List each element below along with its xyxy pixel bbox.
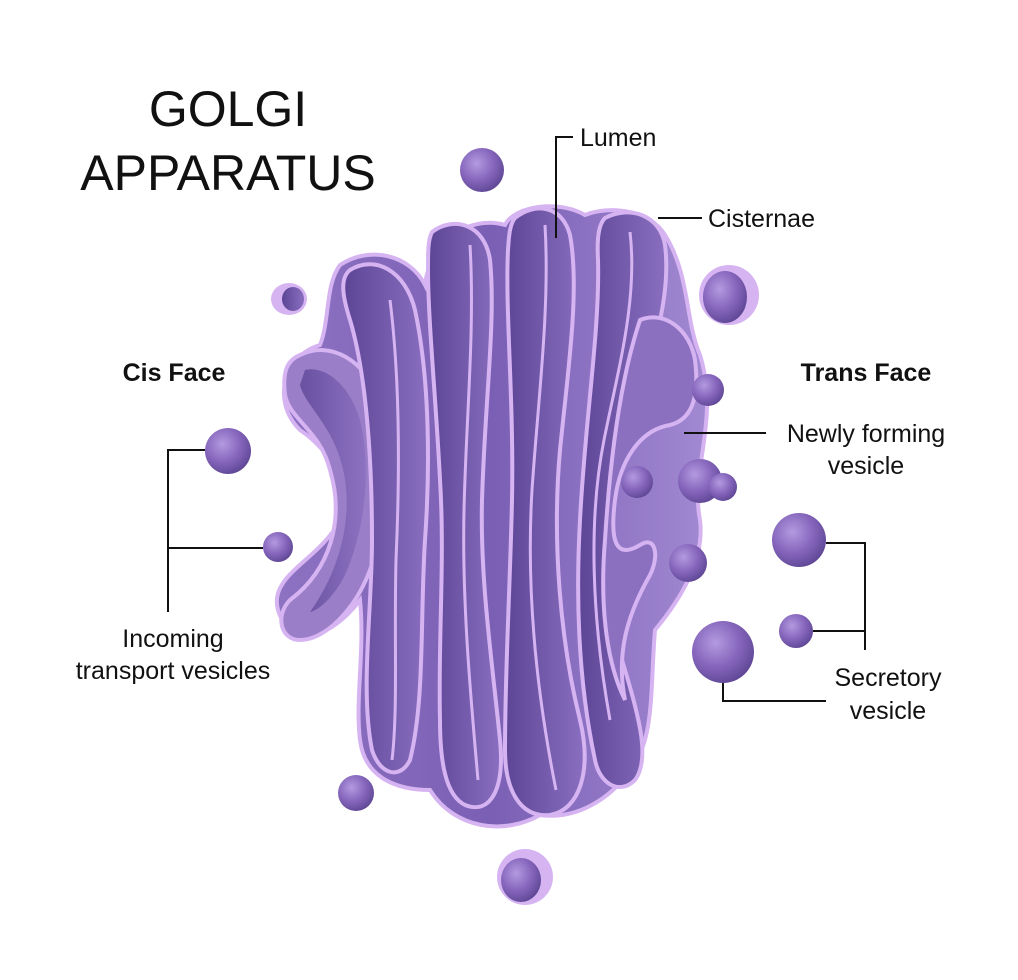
vesicle-cut-small-left (271, 283, 307, 315)
incoming-label-line-2: transport vesicles (76, 657, 271, 685)
vesicle-cis-2 (263, 532, 293, 562)
vesicles (205, 148, 826, 905)
vesicle-budding-2 (621, 466, 653, 498)
vesicle-budding-5 (669, 544, 707, 582)
cisterna-fold-1 (341, 262, 430, 775)
vesicle-budding-1 (692, 374, 724, 406)
secretory-label-line-2: vesicle (850, 697, 926, 725)
vesicle-budding-4 (709, 473, 737, 501)
vesicle-cut-right (699, 265, 759, 325)
cis-face-label: Cis Face (123, 359, 226, 387)
vesicle-bottom-left (338, 775, 374, 811)
leader-incoming-1 (167, 449, 205, 612)
cisterna-rim-2 (462, 244, 480, 781)
vesicle-cut-bottom (497, 849, 553, 905)
vesicle-secretory-3 (692, 621, 754, 683)
leader-lines (167, 136, 866, 702)
vesicle-secretory-1 (772, 513, 826, 567)
cisterna-rim-1 (388, 299, 400, 761)
cisterna-fold-5 (601, 315, 699, 701)
title-line-2: APPARATUS (80, 145, 375, 201)
cis-lumen (300, 369, 366, 612)
leader-secretory-1 (826, 542, 866, 650)
incoming-label-line-1: Incoming (122, 625, 223, 653)
title: GOLGI APPARATUS (80, 81, 375, 201)
vesicle-secretory-2 (779, 614, 813, 648)
labels: Cis Face Trans Face Lumen Cisternae Newl… (76, 124, 945, 725)
leader-secretory-3 (722, 683, 826, 702)
golgi-body (274, 204, 709, 829)
title-line-1: GOLGI (149, 81, 307, 137)
cisternae-label: Cisternae (708, 205, 815, 233)
cisterna-fold-3 (502, 206, 587, 818)
leader-lumen (555, 136, 573, 238)
vesicle-top (460, 148, 504, 192)
trans-face-label: Trans Face (801, 359, 932, 387)
newly-forming-label-line-1: Newly forming (787, 420, 945, 448)
cisterna-rim-3 (528, 224, 558, 791)
vesicle-cis-1 (205, 428, 251, 474)
lumen-label: Lumen (580, 124, 656, 152)
secretory-label-line-1: Secretory (835, 664, 942, 692)
cisterna-rim-4 (592, 231, 634, 721)
newly-forming-label-line-2: vesicle (828, 452, 904, 480)
